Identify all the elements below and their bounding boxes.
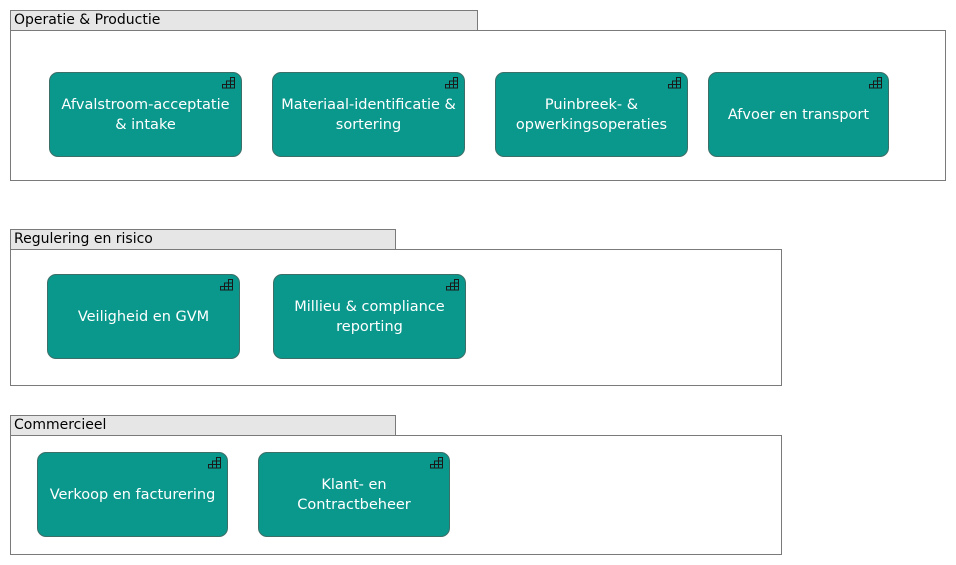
capability-icon (430, 457, 443, 469)
group-title-regulering-en-risico: Regulering en risico (10, 229, 396, 249)
capability-icon (208, 457, 221, 469)
capability-veiligheid-en-gvm[interactable]: Veiligheid en GVM (47, 274, 240, 359)
capability-icon (668, 77, 681, 89)
capability-label: Puinbreek- & opwerkingsoperaties (515, 96, 668, 133)
capability-puinbreek-opwerkingsoperaties[interactable]: Puinbreek- & opwerkingsoperaties (495, 72, 688, 157)
group-title-commercieel: Commercieel (10, 415, 396, 435)
capability-label: Materiaal-identificatie & sortering (281, 96, 456, 133)
capability-millieu-compliance-reporting[interactable]: Millieu & compliance reporting (273, 274, 466, 359)
capability-label: Verkoop en facturering (49, 486, 216, 503)
capability-icon (446, 279, 459, 291)
capability-icon (222, 77, 235, 89)
capability-afvalstroom-acceptatie-intake[interactable]: Afvalstroom-acceptatie & intake (49, 72, 242, 157)
capability-klant-en-contractbeheer[interactable]: Klant- en Contractbeheer (258, 452, 450, 537)
capability-verkoop-en-facturering[interactable]: Verkoop en facturering (37, 452, 228, 537)
capability-afvoer-en-transport[interactable]: Afvoer en transport (708, 72, 889, 157)
capability-icon (445, 77, 458, 89)
group-title-operatie-productie: Operatie & Productie (10, 10, 478, 30)
capability-label: Klant- en Contractbeheer (297, 476, 411, 513)
capability-label: Veiligheid en GVM (77, 308, 210, 325)
capability-materiaal-identificatie-sortering[interactable]: Materiaal-identificatie & sortering (272, 72, 465, 157)
capability-label: Afvoer en transport (727, 106, 870, 123)
capability-label: Millieu & compliance reporting (294, 298, 445, 335)
capability-label: Afvalstroom-acceptatie & intake (61, 96, 230, 133)
capability-icon (869, 77, 882, 89)
capability-icon (220, 279, 233, 291)
